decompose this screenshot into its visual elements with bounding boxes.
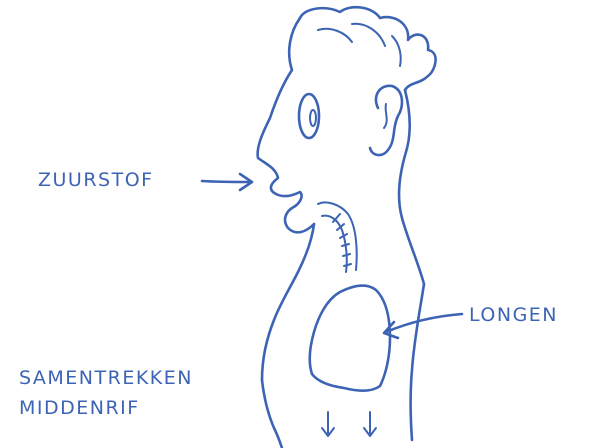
oxygen-arrow (202, 174, 252, 190)
lungs-label: LONGEN (469, 301, 558, 329)
trachea-outer (318, 202, 357, 270)
trachea-rings (333, 214, 351, 266)
hair-strand (318, 29, 352, 42)
diaphragm-label-line1: SAMENTREKKEN (19, 364, 193, 392)
face-profile (258, 18, 314, 232)
diaphragm-arrow-right (364, 412, 376, 436)
hair (300, 7, 436, 90)
oxygen-label: ZUURSTOF (38, 166, 154, 194)
neck-front (262, 224, 314, 380)
ear-inner (384, 104, 387, 128)
hair-strand (352, 24, 385, 46)
chest-outline (262, 380, 282, 448)
diaphragm-label-line2: MIDDENRIF (19, 394, 140, 422)
diaphragm-arrow-left (322, 412, 334, 436)
lungs-arrow (384, 314, 462, 338)
back-of-head (399, 90, 424, 284)
hair-strand (392, 36, 401, 66)
back-outline (411, 284, 425, 440)
eye-pupil (310, 110, 316, 126)
lung (310, 286, 390, 391)
